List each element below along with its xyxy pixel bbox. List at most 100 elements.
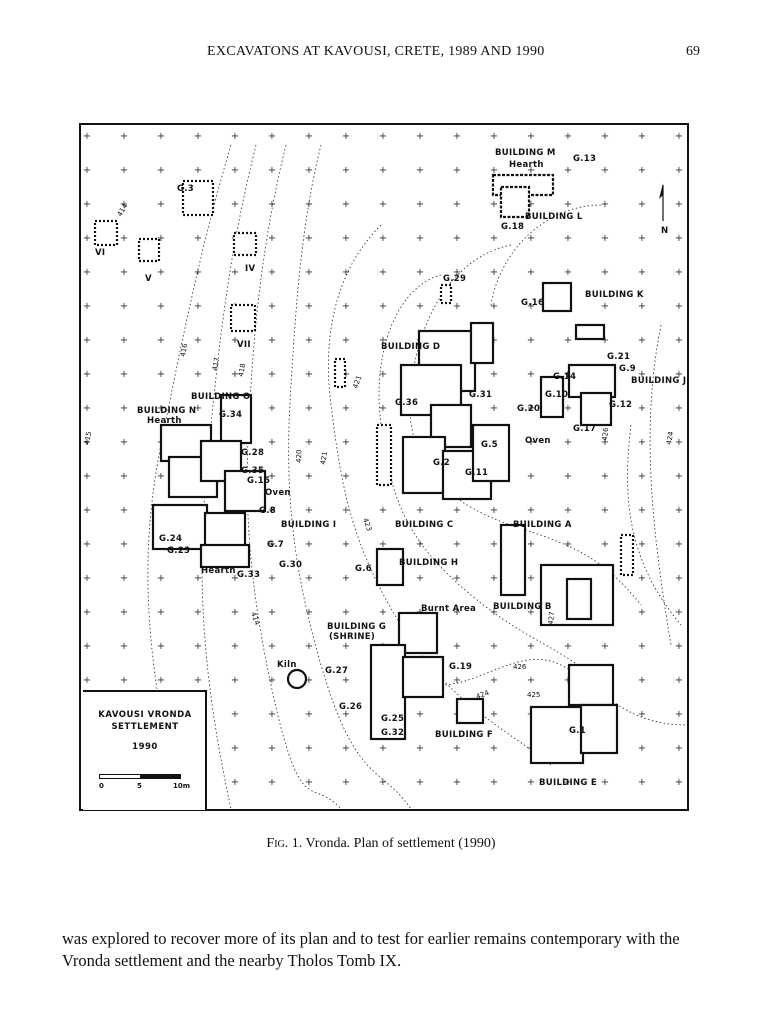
grid-cross-mark: + xyxy=(120,607,128,618)
grid-cross-mark: + xyxy=(675,403,683,414)
grid-cross-mark: + xyxy=(305,675,313,686)
grid-cross-mark: + xyxy=(194,267,202,278)
grid-cross-mark: + xyxy=(305,233,313,244)
grid-cross-mark: + xyxy=(342,199,350,210)
grid-cross-mark: + xyxy=(194,369,202,380)
grid-cross-mark: + xyxy=(527,539,535,550)
contour-424b: 424 xyxy=(665,430,675,445)
grid-cross-mark: + xyxy=(83,199,91,210)
grid-cross-mark: + xyxy=(231,199,239,210)
body-paragraph: was explored to recover more of its plan… xyxy=(62,929,680,970)
grid-cross-mark: + xyxy=(83,471,91,482)
grid-cross-mark: + xyxy=(379,199,387,210)
grid-cross-mark: + xyxy=(157,573,165,584)
grid-cross-mark: + xyxy=(416,573,424,584)
grid-cross-mark: + xyxy=(564,233,572,244)
grid-cross-mark: + xyxy=(83,301,91,312)
grid-cross-mark: + xyxy=(194,335,202,346)
grid-cross-mark: + xyxy=(120,335,128,346)
grid-cross-mark: + xyxy=(342,301,350,312)
grid-cross-mark: + xyxy=(490,505,498,516)
grid-cross-mark: + xyxy=(601,505,609,516)
label-g13: G.13 xyxy=(573,154,596,164)
label-vi: VI xyxy=(95,248,105,258)
label-g30: G.30 xyxy=(279,560,302,570)
grid-cross-mark: + xyxy=(83,369,91,380)
grid-cross-mark: + xyxy=(120,505,128,516)
grid-cross-mark: + xyxy=(564,539,572,550)
grid-cross-mark: + xyxy=(379,777,387,788)
grid-cross-mark: + xyxy=(194,165,202,176)
grid-cross-mark: + xyxy=(675,165,683,176)
grid-cross-mark: + xyxy=(379,131,387,142)
grid-cross-mark: + xyxy=(120,369,128,380)
grid-cross-mark: + xyxy=(342,777,350,788)
grid-cross-mark: + xyxy=(638,369,646,380)
grid-cross-mark: + xyxy=(490,607,498,618)
label-hearth-i: Hearth xyxy=(201,566,236,576)
grid-cross-mark: + xyxy=(342,471,350,482)
grid-cross-mark: + xyxy=(194,675,202,686)
grid-cross-mark: + xyxy=(231,165,239,176)
grid-cross-mark: + xyxy=(305,369,313,380)
grid-cross-mark: + xyxy=(194,301,202,312)
grid-cross-mark: + xyxy=(490,777,498,788)
grid-cross-mark: + xyxy=(120,131,128,142)
grid-cross-mark: + xyxy=(342,437,350,448)
grid-cross-mark: + xyxy=(194,573,202,584)
grid-cross-mark: + xyxy=(305,743,313,754)
label-g5: G.5 xyxy=(481,440,498,450)
grid-cross-mark: + xyxy=(231,777,239,788)
grid-cross-mark: + xyxy=(601,267,609,278)
grid-cross-mark: + xyxy=(564,641,572,652)
running-title: EXCAVATONS AT KAVOUSI, CRETE, 1989 AND 1… xyxy=(207,44,545,59)
grid-cross-mark: + xyxy=(638,437,646,448)
grid-cross-mark: + xyxy=(231,369,239,380)
grid-cross-mark: + xyxy=(490,301,498,312)
contour-415: 415 xyxy=(83,431,93,446)
grid-cross-mark: + xyxy=(490,403,498,414)
label-hearth-n: Hearth xyxy=(147,416,182,426)
label-g8: G.8 xyxy=(259,506,276,516)
label-building-a: BUILDING A xyxy=(513,520,572,530)
grid-cross-mark: + xyxy=(305,165,313,176)
contour-423: 423 xyxy=(361,517,373,532)
grid-cross-mark: + xyxy=(564,437,572,448)
grid-cross-mark: + xyxy=(453,607,461,618)
grid-cross-mark: + xyxy=(120,199,128,210)
grid-cross-mark: + xyxy=(120,403,128,414)
grid-cross-mark: + xyxy=(305,403,313,414)
grid-cross-mark: + xyxy=(453,301,461,312)
grid-cross-mark: + xyxy=(564,335,572,346)
grid-cross-mark: + xyxy=(342,403,350,414)
grid-cross-mark: + xyxy=(675,267,683,278)
contour-420: 420 xyxy=(295,449,303,463)
grid-cross-mark: + xyxy=(120,437,128,448)
grid-cross-mark: + xyxy=(157,335,165,346)
grid-cross-mark: + xyxy=(638,777,646,788)
grid-cross-mark: + xyxy=(638,131,646,142)
grid-cross-mark: + xyxy=(231,267,239,278)
grid-cross-mark: + xyxy=(305,539,313,550)
grid-cross-mark: + xyxy=(601,471,609,482)
label-building-c: BUILDING C xyxy=(395,520,453,530)
grid-cross-mark: + xyxy=(379,165,387,176)
grid-cross-mark: + xyxy=(490,267,498,278)
label-g36: G.36 xyxy=(395,398,418,408)
label-g1: G.1 xyxy=(569,726,586,736)
label-g7: G.7 xyxy=(267,540,284,550)
grid-cross-mark: + xyxy=(268,131,276,142)
grid-cross-mark: + xyxy=(638,709,646,720)
grid-cross-mark: + xyxy=(342,131,350,142)
grid-cross-mark: + xyxy=(453,743,461,754)
grid-cross-mark: + xyxy=(453,233,461,244)
grid-cross-mark: + xyxy=(564,403,572,414)
grid-cross-mark: + xyxy=(416,743,424,754)
legend-subtitle: SETTLEMENT xyxy=(111,722,179,732)
grid-cross-mark: + xyxy=(342,335,350,346)
grid-cross-mark: + xyxy=(268,675,276,686)
contour-426a: 426 xyxy=(513,663,527,671)
grid-cross-mark: + xyxy=(83,165,91,176)
grid-cross-mark: + xyxy=(675,301,683,312)
grid-cross-mark: + xyxy=(83,131,91,142)
